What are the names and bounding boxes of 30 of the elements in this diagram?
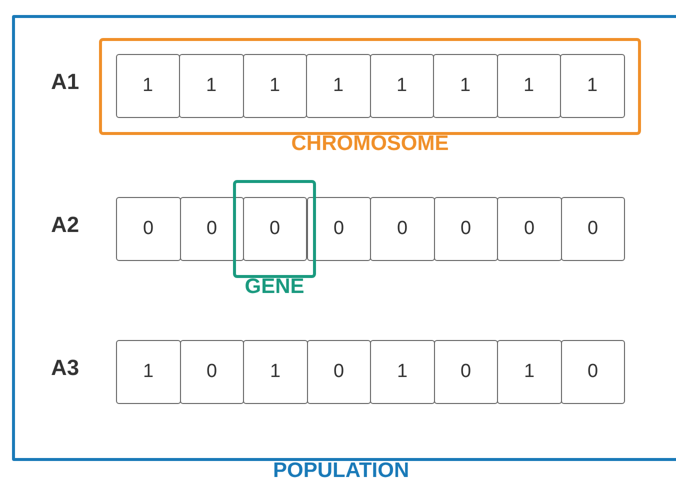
bit-cell: 0 — [242, 196, 307, 260]
bit-cell: 1 — [370, 54, 434, 118]
bit-cell: 1 — [243, 340, 308, 404]
chromosome-name: A1 — [51, 69, 80, 95]
bit-cell: 0 — [306, 197, 371, 261]
bit-cell: 0 — [370, 197, 434, 261]
bit-cell: 0 — [560, 197, 625, 261]
bit-cell: 1 — [116, 54, 180, 118]
bit-cell: 0 — [434, 340, 498, 404]
bit-cell: 1 — [560, 54, 624, 118]
bit-cell: 0 — [497, 197, 562, 261]
chromosome-label: CHROMOSOME — [290, 132, 450, 156]
population-label: POPULATION — [273, 459, 410, 483]
bit-cell: 0 — [180, 197, 244, 261]
bit-cell: 1 — [497, 340, 562, 404]
chromosome-name: A2 — [51, 212, 80, 238]
bit-cell: 0 — [560, 340, 625, 404]
bit-cell: 0 — [180, 340, 244, 404]
bit-cell: 0 — [306, 340, 371, 404]
bit-cell: 1 — [179, 54, 244, 118]
bit-cell: 1 — [306, 54, 370, 118]
bit-cell: 0 — [116, 197, 180, 261]
bit-cell: 1 — [496, 54, 561, 118]
bit-cell: 1 — [433, 54, 498, 118]
bit-cell: 0 — [434, 197, 498, 261]
bit-cell: 1 — [370, 340, 434, 404]
gene-label: GENE — [244, 275, 306, 299]
bit-cell: 1 — [116, 340, 180, 404]
bit-cell: 1 — [242, 54, 307, 118]
chromosome-name: A3 — [51, 355, 80, 381]
